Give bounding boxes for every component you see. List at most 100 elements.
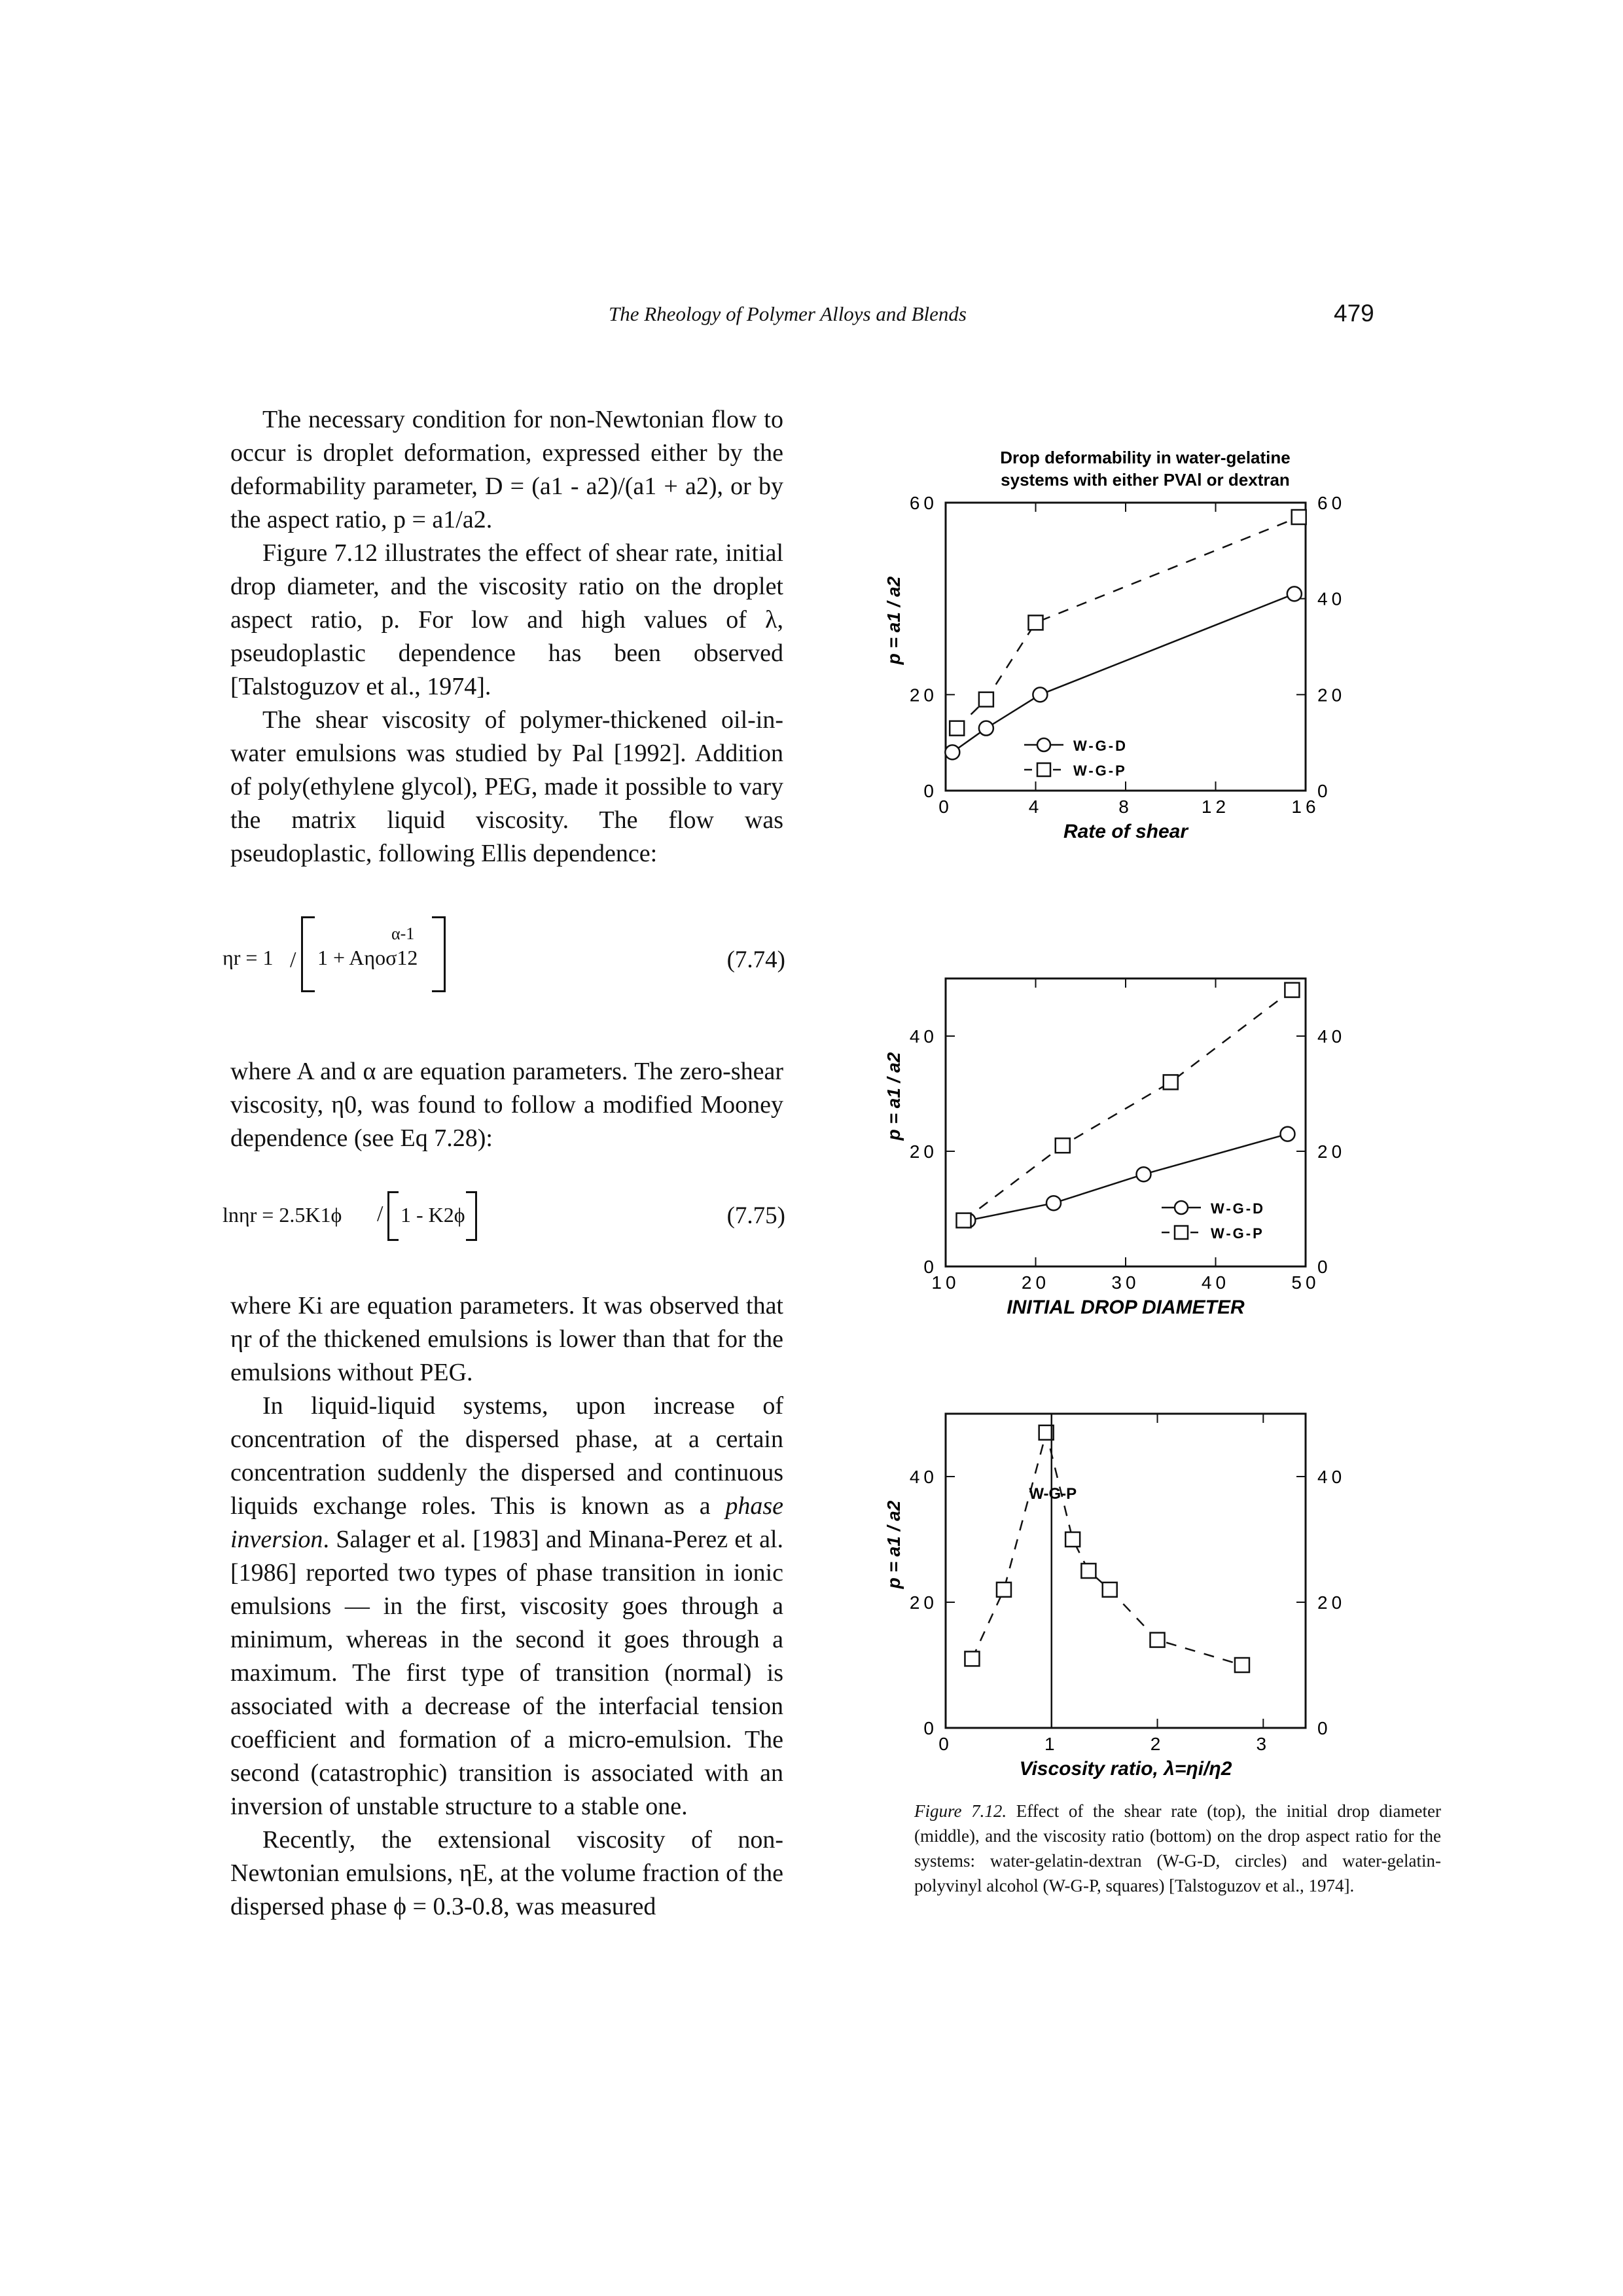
equation-7-74: ηr = 1 / 1 + Aηoσ12 α-1 (7.74) xyxy=(223,916,785,992)
eq-774-number: (7.74) xyxy=(726,946,785,973)
series-line-w-g-p xyxy=(963,989,1293,1221)
annotation-wgp: W-G-P xyxy=(1029,1485,1077,1503)
data-point-circle xyxy=(978,720,995,736)
x-tick-label: 40 xyxy=(1202,1272,1230,1293)
eq-774-body: 1 + Aηoσ12 xyxy=(317,946,418,969)
chart-2-frame xyxy=(944,977,1307,1268)
y-tick-label-right: 60 xyxy=(1317,493,1346,513)
eq-774-exponent: α-1 xyxy=(391,924,415,943)
page-number: 479 xyxy=(1334,300,1374,327)
y-tick-label-right: 0 xyxy=(1317,1257,1332,1277)
legend-marker-circle xyxy=(1173,1200,1189,1215)
eq-775-slash: / xyxy=(377,1202,383,1226)
data-point-circle xyxy=(1279,1126,1296,1142)
caption-text: Effect of the shear rate (top), the init… xyxy=(914,1801,1442,1895)
y-tick-label-left: 0 xyxy=(923,781,938,801)
data-point-circle xyxy=(944,744,961,761)
series-line-w-g-p xyxy=(956,516,1300,729)
data-point-square xyxy=(955,1212,972,1229)
y-tick-label-right: 40 xyxy=(1317,1467,1346,1487)
eq-775-body: 1 - K2ϕ xyxy=(401,1203,465,1227)
legend-marker-circle xyxy=(1036,737,1052,753)
y-axis-label: p = a1 / a2 xyxy=(883,576,904,665)
x-tick-label: 8 xyxy=(1118,797,1133,817)
paragraph-4-block: where A and α are equation parameters. T… xyxy=(230,1055,783,1155)
y-tick-label-left: 40 xyxy=(910,1026,938,1047)
paragraph-6-part-a: In liquid-liquid systems, upon increase … xyxy=(230,1392,783,1520)
eq-775-lhs: lnηr = 2.5K1ϕ xyxy=(223,1203,342,1227)
data-point-square xyxy=(1284,982,1300,998)
y-tick-label-right: 20 xyxy=(1317,1141,1346,1162)
data-point-circle xyxy=(1286,586,1303,602)
x-tick-label: 0 xyxy=(938,1734,953,1754)
y-axis-label: p = a1 / a2 xyxy=(883,1500,904,1589)
figure-caption: Figure 7.12. Effect of the shear rate (t… xyxy=(914,1799,1441,1898)
x-tick-label: 30 xyxy=(1111,1272,1139,1293)
x-axis-label: INITIAL DROP DIAMETER xyxy=(1007,1297,1245,1318)
y-tick-label-left: 40 xyxy=(910,1467,938,1487)
x-axis-label: Viscosity ratio, λ=ηi/η2 xyxy=(1020,1758,1232,1780)
x-axis-label: Rate of shear xyxy=(1063,821,1189,842)
equation-7-75: lnηr = 2.5K1ϕ / 1 - K2ϕ (7.75) xyxy=(223,1191,785,1241)
data-point-square xyxy=(1162,1074,1179,1090)
paragraph-4: where A and α are equation parameters. T… xyxy=(230,1058,783,1152)
data-point-square xyxy=(1291,509,1307,526)
x-tick-label: 4 xyxy=(1029,797,1043,817)
data-point-square xyxy=(1064,1531,1081,1548)
paragraph-2: Figure 7.12 illustrates the effect of sh… xyxy=(230,539,783,700)
data-point-circle xyxy=(1032,687,1048,703)
paragraph-1-block: The necessary condition for non-Newtonia… xyxy=(230,403,783,870)
series-line-w-g-d xyxy=(952,593,1295,753)
x-tick-label: 2 xyxy=(1150,1734,1165,1754)
eq-774-right-bracket xyxy=(432,916,446,992)
phase-inversion-term: phase inversion xyxy=(230,1492,783,1553)
chart-title-line-2: systems with either PVAl or dextran xyxy=(1001,470,1290,490)
caption-label: Figure 7.12. xyxy=(914,1801,1007,1821)
running-title: The Rheology of Polymer Alloys and Blend… xyxy=(609,302,967,325)
x-tick-label: 3 xyxy=(1257,1734,1271,1754)
data-point-square xyxy=(1234,1657,1251,1674)
y-tick-label-left: 20 xyxy=(910,1141,938,1162)
y-tick-label-left: 20 xyxy=(910,1592,938,1613)
y-tick-label-left: 20 xyxy=(910,685,938,705)
paragraph-6: In liquid-liquid systems, upon increase … xyxy=(230,1390,783,1823)
eq-775-right-bracket xyxy=(466,1191,477,1241)
data-point-square xyxy=(1101,1581,1118,1598)
data-point-square xyxy=(1038,1424,1054,1441)
data-point-square xyxy=(1080,1562,1097,1579)
data-point-square xyxy=(964,1651,980,1667)
paragraph-6-part-b: . Salager et al. [1983] and Minana-Perez… xyxy=(230,1526,783,1820)
paragraph-7: Recently, the extensional viscosity of n… xyxy=(230,1826,783,1920)
data-point-square xyxy=(948,720,965,736)
y-tick-label-right: 40 xyxy=(1317,1026,1346,1047)
data-point-square xyxy=(1054,1137,1071,1154)
eq-774-lhs: ηr = 1 xyxy=(223,946,274,969)
data-point-square xyxy=(1027,615,1044,631)
y-axis-label: p = a1 / a2 xyxy=(883,1052,904,1141)
y-tick-label-right: 20 xyxy=(1317,685,1346,705)
x-tick-label: 1 xyxy=(1044,1734,1059,1754)
y-tick-label-left: 0 xyxy=(923,1718,938,1738)
eq-774-left-bracket xyxy=(301,916,315,992)
x-tick-label: 12 xyxy=(1202,797,1230,817)
y-tick-label-right: 0 xyxy=(1317,1718,1332,1738)
y-tick-label-left: 0 xyxy=(923,1257,938,1277)
y-tick-label-right: 0 xyxy=(1317,781,1332,801)
x-tick-label: 50 xyxy=(1291,1272,1319,1293)
chart-3-frame xyxy=(944,1412,1307,1729)
y-tick-label-right: 20 xyxy=(1317,1592,1346,1613)
data-point-square xyxy=(995,1581,1012,1598)
eq-774-slash: / xyxy=(290,948,296,972)
data-point-circle xyxy=(1135,1166,1152,1183)
x-tick-label: 16 xyxy=(1291,797,1319,817)
data-point-circle xyxy=(1045,1194,1062,1211)
series-line-w-g-d xyxy=(968,1133,1288,1221)
series-line-w-g-p xyxy=(971,1429,1243,1666)
eq-775-left-bracket xyxy=(387,1191,399,1241)
legend-marker-square xyxy=(1036,762,1052,778)
eq-775-number: (7.75) xyxy=(726,1202,785,1229)
legend-label-wgp: W-G-P xyxy=(1073,762,1127,779)
x-tick-label: 10 xyxy=(931,1272,959,1293)
